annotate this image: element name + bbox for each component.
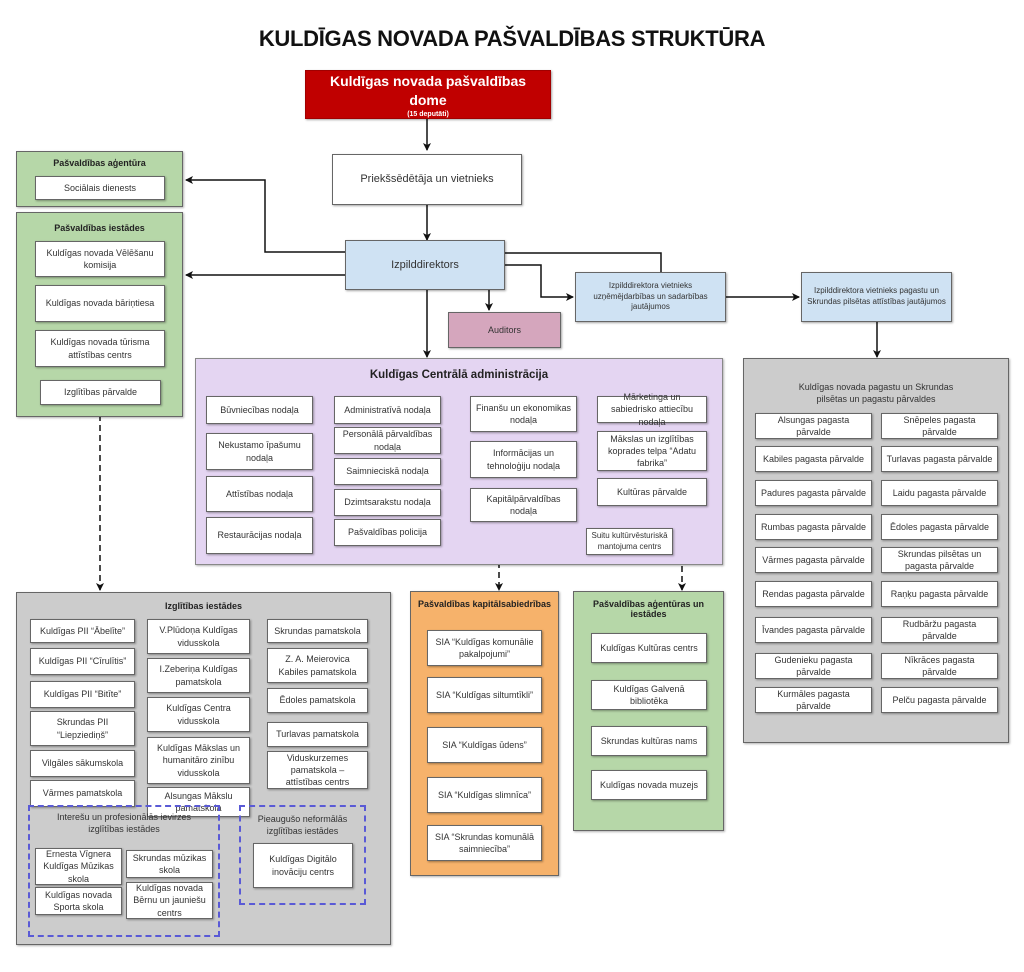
parish-right-6[interactable]: Rudbāržu pagasta pārvalde <box>881 617 998 643</box>
company-water[interactable]: SIA “Kuldīgas ūdens” <box>427 727 542 763</box>
dept-restoration[interactable]: Restaurācijas nodaļa <box>206 517 313 554</box>
municipal-agency-title: Pašvaldības aģentūra <box>53 158 146 168</box>
parish-left-2[interactable]: Padures pagasta pārvalde <box>755 480 872 506</box>
dept-it[interactable]: Informācijas un tehnoloģiju nodaļa <box>470 441 577 478</box>
company-hospital[interactable]: SIA “Kuldīgas slimnīca” <box>427 777 542 813</box>
parishes-group: Kuldīgas novada pagastu un Skrundas pils… <box>743 358 1009 743</box>
dept-development[interactable]: Attīstības nodaļa <box>206 476 313 512</box>
company-communal-services[interactable]: SIA “Kuldīgas komunālie pakalpojumi” <box>427 630 542 666</box>
parish-right-8[interactable]: Pelču pagasta pārvalde <box>881 687 998 713</box>
dept-culture-board[interactable]: Kultūras pārvalde <box>597 478 707 506</box>
municipal-agency-group: Pašvaldības aģentūra Sociālais dienests <box>16 151 183 207</box>
dept-economic[interactable]: Saimnieciskā nodaļa <box>334 458 441 485</box>
agency-skrunda-culture-house[interactable]: Skrundas kultūras nams <box>591 726 707 756</box>
edu-skrundas-music[interactable]: Skrundas mūzikas skola <box>126 850 213 878</box>
election-commission-box[interactable]: Kuldīgas novada Vēlēšanu komisija <box>35 241 165 277</box>
interest-education-title: Interešu un profesionālās ievirzes izglī… <box>56 812 192 835</box>
parish-left-0[interactable]: Alsungas pagasta pārvalde <box>755 413 872 439</box>
deputy-parishes-box[interactable]: Izpilddirektora vietnieks pagastu un Skr… <box>801 272 952 322</box>
orphan-court-box[interactable]: Kuldīgas novada bāriņtiesa <box>35 285 165 322</box>
dept-capital-management[interactable]: Kapitālpārvaldības nodaļa <box>470 488 577 522</box>
council-name: Kuldīgas novada pašvaldības dome <box>329 72 527 108</box>
parish-right-3[interactable]: Ēdoles pagasta pārvalde <box>881 514 998 540</box>
parishes-title: Kuldīgas novada pagastu un Skrundas pils… <box>798 382 954 405</box>
edu-varmes[interactable]: Vārmes pamatskola <box>30 780 135 807</box>
edu-zeberina[interactable]: I.Zeberiņa Kuldīgas pamatskola <box>147 658 250 693</box>
edu-edoles[interactable]: Ēdoles pamatskola <box>267 688 368 713</box>
edu-liepziedins[interactable]: Skrundas PII “Liepziediņš” <box>30 711 135 746</box>
auditor-box[interactable]: Auditors <box>448 312 561 348</box>
dept-civil-registry[interactable]: Dzimtsarakstu nodaļa <box>334 489 441 516</box>
parish-right-5[interactable]: Raņķu pagasta pārvalde <box>881 581 998 607</box>
edu-vilgale[interactable]: Vilgāles sākumskola <box>30 750 135 777</box>
parish-right-7[interactable]: Nīkrāces pagasta pārvalde <box>881 653 998 679</box>
edu-turlavas[interactable]: Turlavas pamatskola <box>267 722 368 747</box>
dept-personnel[interactable]: Personālā pārvaldības nodaļa <box>334 427 441 454</box>
edu-abelite[interactable]: Kuldīgas PII “Ābelīte” <box>30 619 135 643</box>
adult-education-title: Pieaugušo neformālās izglītības iestādes <box>257 814 348 837</box>
parish-right-4[interactable]: Skrundas pilsētas un pagasta pārvalde <box>881 547 998 573</box>
tourism-centre-box[interactable]: Kuldīgas novada tūrisma attīstības centr… <box>35 330 165 367</box>
edu-pludona[interactable]: V.Plūdoņa Kuldīgas vidusskola <box>147 619 250 654</box>
parish-right-0[interactable]: Snēpeles pagasta pārvalde <box>881 413 998 439</box>
adult-education-group: Pieaugušo neformālās izglītības iestādes… <box>239 805 366 905</box>
company-skrunda-communal[interactable]: SIA “Skrundas komunālā saimniecība” <box>427 825 542 861</box>
parish-left-3[interactable]: Rumbas pagasta pārvalde <box>755 514 872 540</box>
culture-agencies-group: Pašvaldības aģentūras un iestādes Kuldīg… <box>573 591 724 831</box>
municipal-institutions-title: Pašvaldības iestādes <box>54 223 145 233</box>
education-institutions-title: Izglītības iestādes <box>164 601 243 611</box>
parish-left-8[interactable]: Kurmāles pagasta pārvalde <box>755 687 872 713</box>
parish-right-2[interactable]: Laidu pagasta pārvalde <box>881 480 998 506</box>
parish-left-1[interactable]: Kabiles pagasta pārvalde <box>755 446 872 472</box>
council-note: (15 deputāti) <box>407 110 449 118</box>
capital-companies-title: Pašvaldības kapitālsabiedrības <box>417 599 552 609</box>
agency-main-library[interactable]: Kuldīgas Galvenā bibliotēka <box>591 680 707 710</box>
culture-agencies-title: Pašvaldības aģentūras un iestādes <box>592 599 705 619</box>
parish-left-6[interactable]: Īvandes pagasta pārvalde <box>755 617 872 643</box>
dept-administrative[interactable]: Administratīvā nodaļa <box>334 396 441 424</box>
parish-left-5[interactable]: Rendas pagasta pārvalde <box>755 581 872 607</box>
suitu-heritage-centre[interactable]: Suitu kultūrvēsturiskā mantojuma centrs <box>586 528 673 555</box>
parish-left-4[interactable]: Vārmes pagasta pārvalde <box>755 547 872 573</box>
edu-skrundas[interactable]: Skrundas pamatskola <box>267 619 368 643</box>
edu-makslas[interactable]: Kuldīgas Mākslas un humanitāro zinību vi… <box>147 737 250 784</box>
edu-vignera-music[interactable]: Ernesta Vīgnera Kuldīgas Mūzikas skola <box>35 848 122 885</box>
agency-museum[interactable]: Kuldīgas novada muzejs <box>591 770 707 800</box>
central-administration-group: Kuldīgas Centrālā administrācija Būvniec… <box>195 358 723 565</box>
parish-right-1[interactable]: Turlavas pagasta pārvalde <box>881 446 998 472</box>
education-institutions-group: Izglītības iestādes Kuldīgas PII “Ābelīt… <box>16 592 391 945</box>
education-board-box[interactable]: Izglītības pārvalde <box>40 380 161 405</box>
council-box[interactable]: Kuldīgas novada pašvaldības dome (15 dep… <box>305 70 551 119</box>
connector-exec-deputy-business <box>505 264 574 301</box>
deputy-business-box[interactable]: Izpilddirektora vietnieks uzņēmējdarbība… <box>575 272 726 322</box>
edu-digital-innovation[interactable]: Kuldīgas Digitālo inovāciju centrs <box>253 843 353 888</box>
central-administration-title: Kuldīgas Centrālā administrācija <box>369 369 549 381</box>
dept-marketing[interactable]: Mārketinga un sabiedrisko attiecību noda… <box>597 392 707 427</box>
edu-bitite[interactable]: Kuldīgas PII “Bitīte” <box>30 681 135 708</box>
edu-youth-centre[interactable]: Kuldīgas novada Bērnu un jauniešu centrs <box>126 882 213 919</box>
dept-real-estate[interactable]: Nekustamo īpašumu nodaļa <box>206 433 313 470</box>
dept-finance[interactable]: Finanšu un ekonomikas nodaļa <box>470 396 577 432</box>
dept-adatu-fabrika[interactable]: Mākslas un izglītības koprades telpa “Ad… <box>597 431 707 471</box>
page-title: KULDĪGAS NOVADA PAŠVALDĪBAS STRUKTŪRA <box>258 26 766 51</box>
social-service-box[interactable]: Sociālais dienests <box>35 176 165 200</box>
municipal-institutions-group: Pašvaldības iestādes Kuldīgas novada Vēl… <box>16 212 183 417</box>
edu-viduskurzemes[interactable]: Viduskurzemes pamatskola – attīstības ce… <box>267 751 368 789</box>
chair-box[interactable]: Priekšsēdētāja un vietnieks <box>332 154 522 205</box>
edu-alsungas[interactable]: Alsungas Mākslu pamatskola <box>147 787 250 817</box>
dept-municipal-police[interactable]: Pašvaldības policija <box>334 519 441 546</box>
company-heating[interactable]: SIA “Kuldīgas siltumtīkli” <box>427 677 542 713</box>
parish-left-7[interactable]: Gudenieku pagasta pārvalde <box>755 653 872 679</box>
dept-construction[interactable]: Būvniecības nodaļa <box>206 396 313 424</box>
edu-meierovica[interactable]: Z. A. Meierovica Kabiles pamatskola <box>267 648 368 683</box>
interest-education-group: Interešu un profesionālās ievirzes izglī… <box>28 805 220 937</box>
executive-director-box[interactable]: Izpilddirektors <box>345 240 505 290</box>
agency-culture-centre[interactable]: Kuldīgas Kultūras centrs <box>591 633 707 663</box>
edu-sports-school[interactable]: Kuldīgas novada Sporta skola <box>35 887 122 915</box>
connector-exec-agency <box>185 176 345 253</box>
edu-cirulitis[interactable]: Kuldīgas PII “Cīrulītis” <box>30 648 135 675</box>
capital-companies-group: Pašvaldības kapitālsabiedrības SIA “Kuld… <box>410 591 559 876</box>
edu-centra[interactable]: Kuldīgas Centra vidusskola <box>147 697 250 732</box>
